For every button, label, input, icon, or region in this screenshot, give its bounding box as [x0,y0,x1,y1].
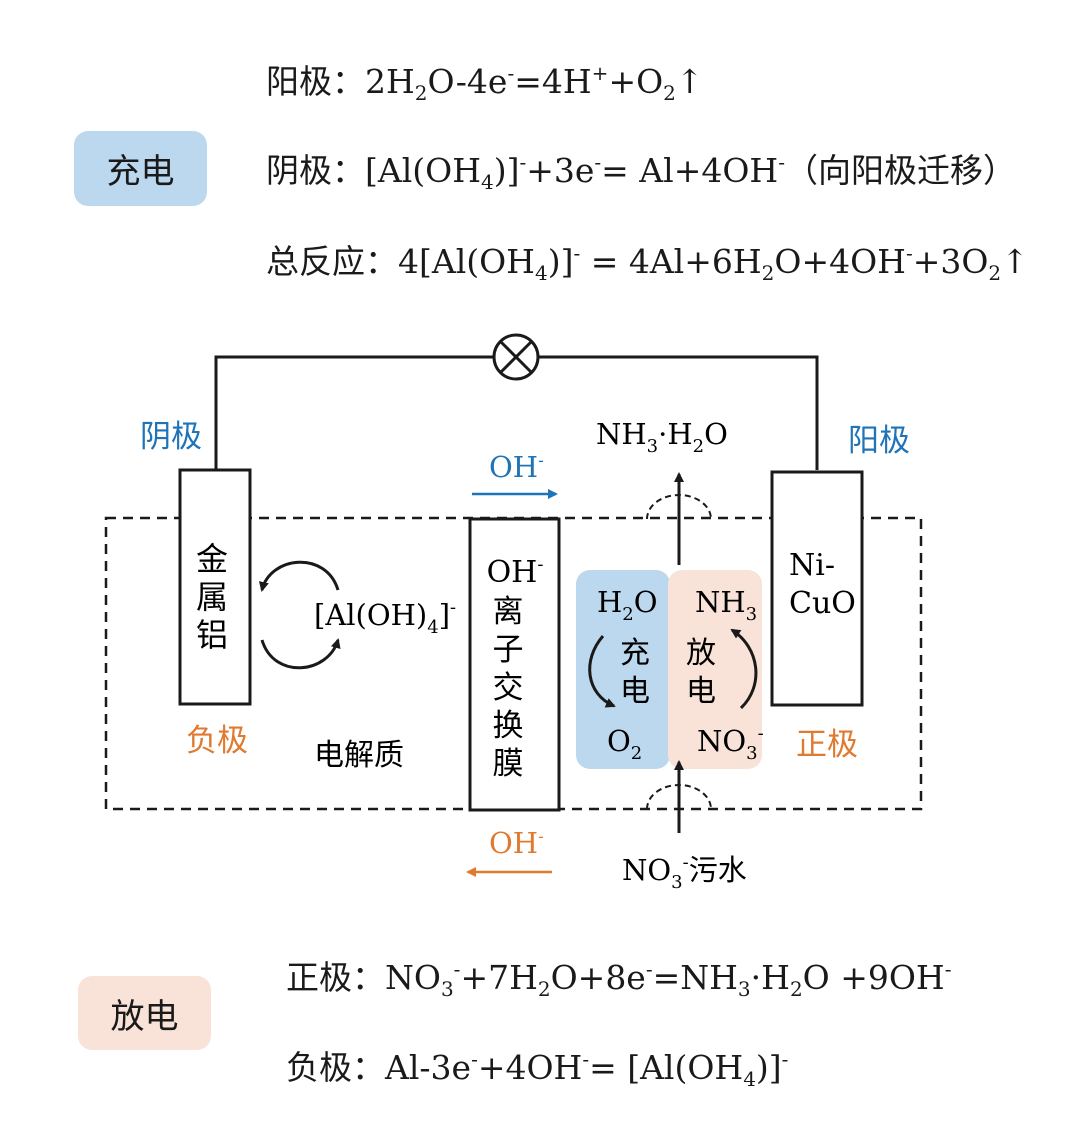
cycle-arrow [260,638,341,670]
oh-bottom-label: OH- [489,826,544,860]
discharge-positive-equation: 正极：NO3-+7H2O+8e-=NH3·H2O +9OH- [286,957,952,1001]
electrolyte-label: 电解质 [314,738,404,773]
charge-badge-label: 充电 [106,152,175,192]
membrane-ion-label: OH- [487,554,544,590]
metal-electrode-char: 属 [196,578,228,616]
gas-arrow-icon: ↑ [1001,242,1029,281]
discharge-negative-equation: 负极：Al-3e-+4OH-= [Al(OH4)]- [286,1047,789,1091]
charge-cathode-label: 阴极： [266,151,365,190]
external-wire [538,355,819,470]
metal-electrode-char: 金 [196,540,228,578]
inlet-port [646,784,712,810]
nicuo-label: CuO [789,586,856,621]
charge-total-label: 总反应： [266,242,398,281]
gas-arrow-icon: ↑ [675,62,704,101]
charge-total-equation: 总反应：4[Al(OH4)]- = 4Al+6H2O+4OH-+3O2↑ [266,241,1029,285]
charge-anode-label: 阳极： [266,62,365,101]
discharge-box-char: 电 [686,674,716,709]
metal-electrode-char: 铝 [196,616,228,654]
charge-badge: 充电 [74,131,207,206]
discharge-box-char: 放 [686,636,716,671]
ion-exchange-membrane [468,517,561,812]
cycle-arrow [258,560,340,592]
nicuo-electrode [770,470,864,707]
negative-pole-label: 负极 [186,723,248,759]
charge-box-top: H2O [597,585,658,625]
aluminate-ion: [Al(OH)4]- [314,597,456,638]
positive-pole-label: 正极 [796,727,858,763]
membrane-char: 离 [493,594,524,630]
outlet-port [646,494,712,520]
charge-reaction-box [576,570,670,769]
anode-label: 阳极 [848,423,910,459]
discharge-badge-label: 放电 [110,996,179,1037]
discharge-negative-label: 负极： [286,1048,385,1087]
inlet-label: NO3-污水 [622,852,747,893]
membrane-char: 交 [493,670,524,706]
external-wire [214,355,494,470]
charge-anode-equation: 阳极：2H2O-4e-=4H++O2↑ [266,61,704,105]
discharge-positive-label: 正极： [286,958,385,997]
oh-top-label: OH- [489,450,544,484]
charge-cycle-arrow [588,635,616,708]
discharge-badge: 放电 [78,976,211,1050]
discharge-reaction-box [668,570,762,769]
charge-box-bottom: O2 [607,724,642,764]
product-label: NH3·H2O [596,417,728,457]
aluminum-electrode [178,468,252,706]
migration-note: （向阳极迁移） [784,151,1016,190]
nicuo-label: Ni- [789,548,835,583]
membrane-char: 膜 [493,746,524,782]
discharge-cycle-arrow [730,628,758,710]
cathode-label: 阴极 [140,419,202,455]
charge-box-char: 充 [620,636,650,671]
membrane-char: 换 [493,708,524,744]
charge-cathode-equation: 阴极：[Al(OH4)]-+3e-= Al+4OH-（向阳极迁移） [266,150,1016,194]
membrane-char: 子 [493,632,524,668]
discharge-box-bottom: NO3- [697,723,764,764]
charge-box-char: 电 [620,674,650,709]
lamp-icon [492,333,540,381]
discharge-box-top: NH3 [695,585,757,625]
